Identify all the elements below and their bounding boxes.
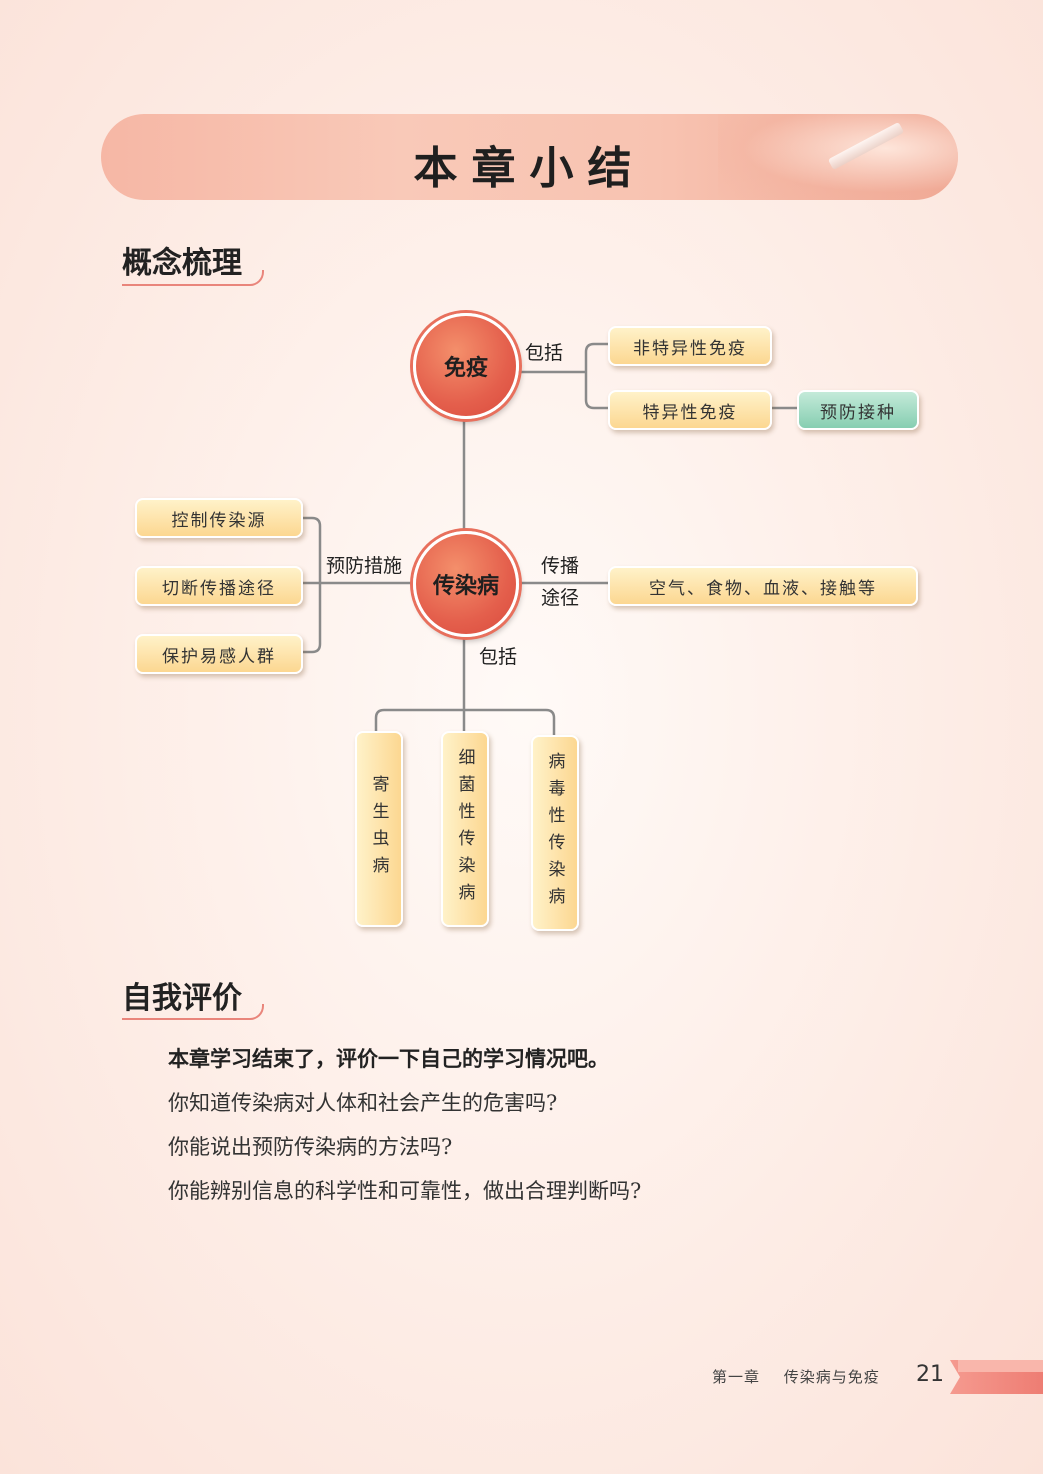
footer-tab-highlight — [958, 1360, 1043, 1372]
chapter-banner: 本章小结 — [101, 114, 958, 200]
section-underline — [122, 1004, 264, 1020]
footer-chapter: 第一章 传染病与免疫 — [712, 1366, 898, 1387]
nonspecific-immunity-box: 非特异性免疫 — [608, 326, 772, 366]
immunity-node: 免疫 — [413, 313, 519, 419]
section-title-concept: 概念梳理 — [122, 246, 242, 281]
page-number: 21 — [916, 1362, 944, 1387]
parasitic-disease-box: 寄生虫病 — [355, 731, 403, 927]
prevention-item-protect-susceptible: 保护易感人群 — [135, 634, 303, 674]
prevention-item-cut-transmission: 切断传播途径 — [135, 566, 303, 606]
immunity-includes-label: 包括 — [525, 342, 564, 364]
evaluation-question: 你能说出预防传染病的方法吗? — [168, 1135, 453, 1159]
evaluation-intro: 本章学习结束了，评价一下自己的学习情况吧。 — [168, 1047, 609, 1071]
banner-title: 本章小结 — [413, 143, 646, 194]
infectious-disease-node: 传染病 — [413, 531, 519, 637]
transmission-route-box: 空气、食物、血液、接触等 — [608, 566, 918, 606]
vaccination-box: 预防接种 — [797, 390, 919, 430]
viral-disease-box: 病毒性传染病 — [531, 735, 579, 931]
footer-chapter-number: 第一章 — [712, 1368, 761, 1386]
transmission-label-bottom: 途径 — [541, 587, 580, 609]
evaluation-question: 你能辨别信息的科学性和可靠性，做出合理判断吗? — [168, 1179, 642, 1203]
footer-chapter-title: 传染病与免疫 — [783, 1368, 880, 1386]
disease-includes-label: 包括 — [479, 646, 518, 668]
diagram-connectors — [302, 342, 798, 736]
bacterial-disease-box: 细菌性传染病 — [441, 731, 489, 927]
section-title-self-eval: 自我评价 — [122, 981, 242, 1016]
specific-immunity-box: 特异性免疫 — [608, 390, 772, 430]
prevention-item-control-source: 控制传染源 — [135, 498, 303, 538]
prevention-label: 预防措施 — [326, 555, 403, 577]
transmission-label-top: 传播 — [541, 555, 580, 577]
evaluation-question: 你知道传染病对人体和社会产生的危害吗? — [168, 1091, 558, 1115]
